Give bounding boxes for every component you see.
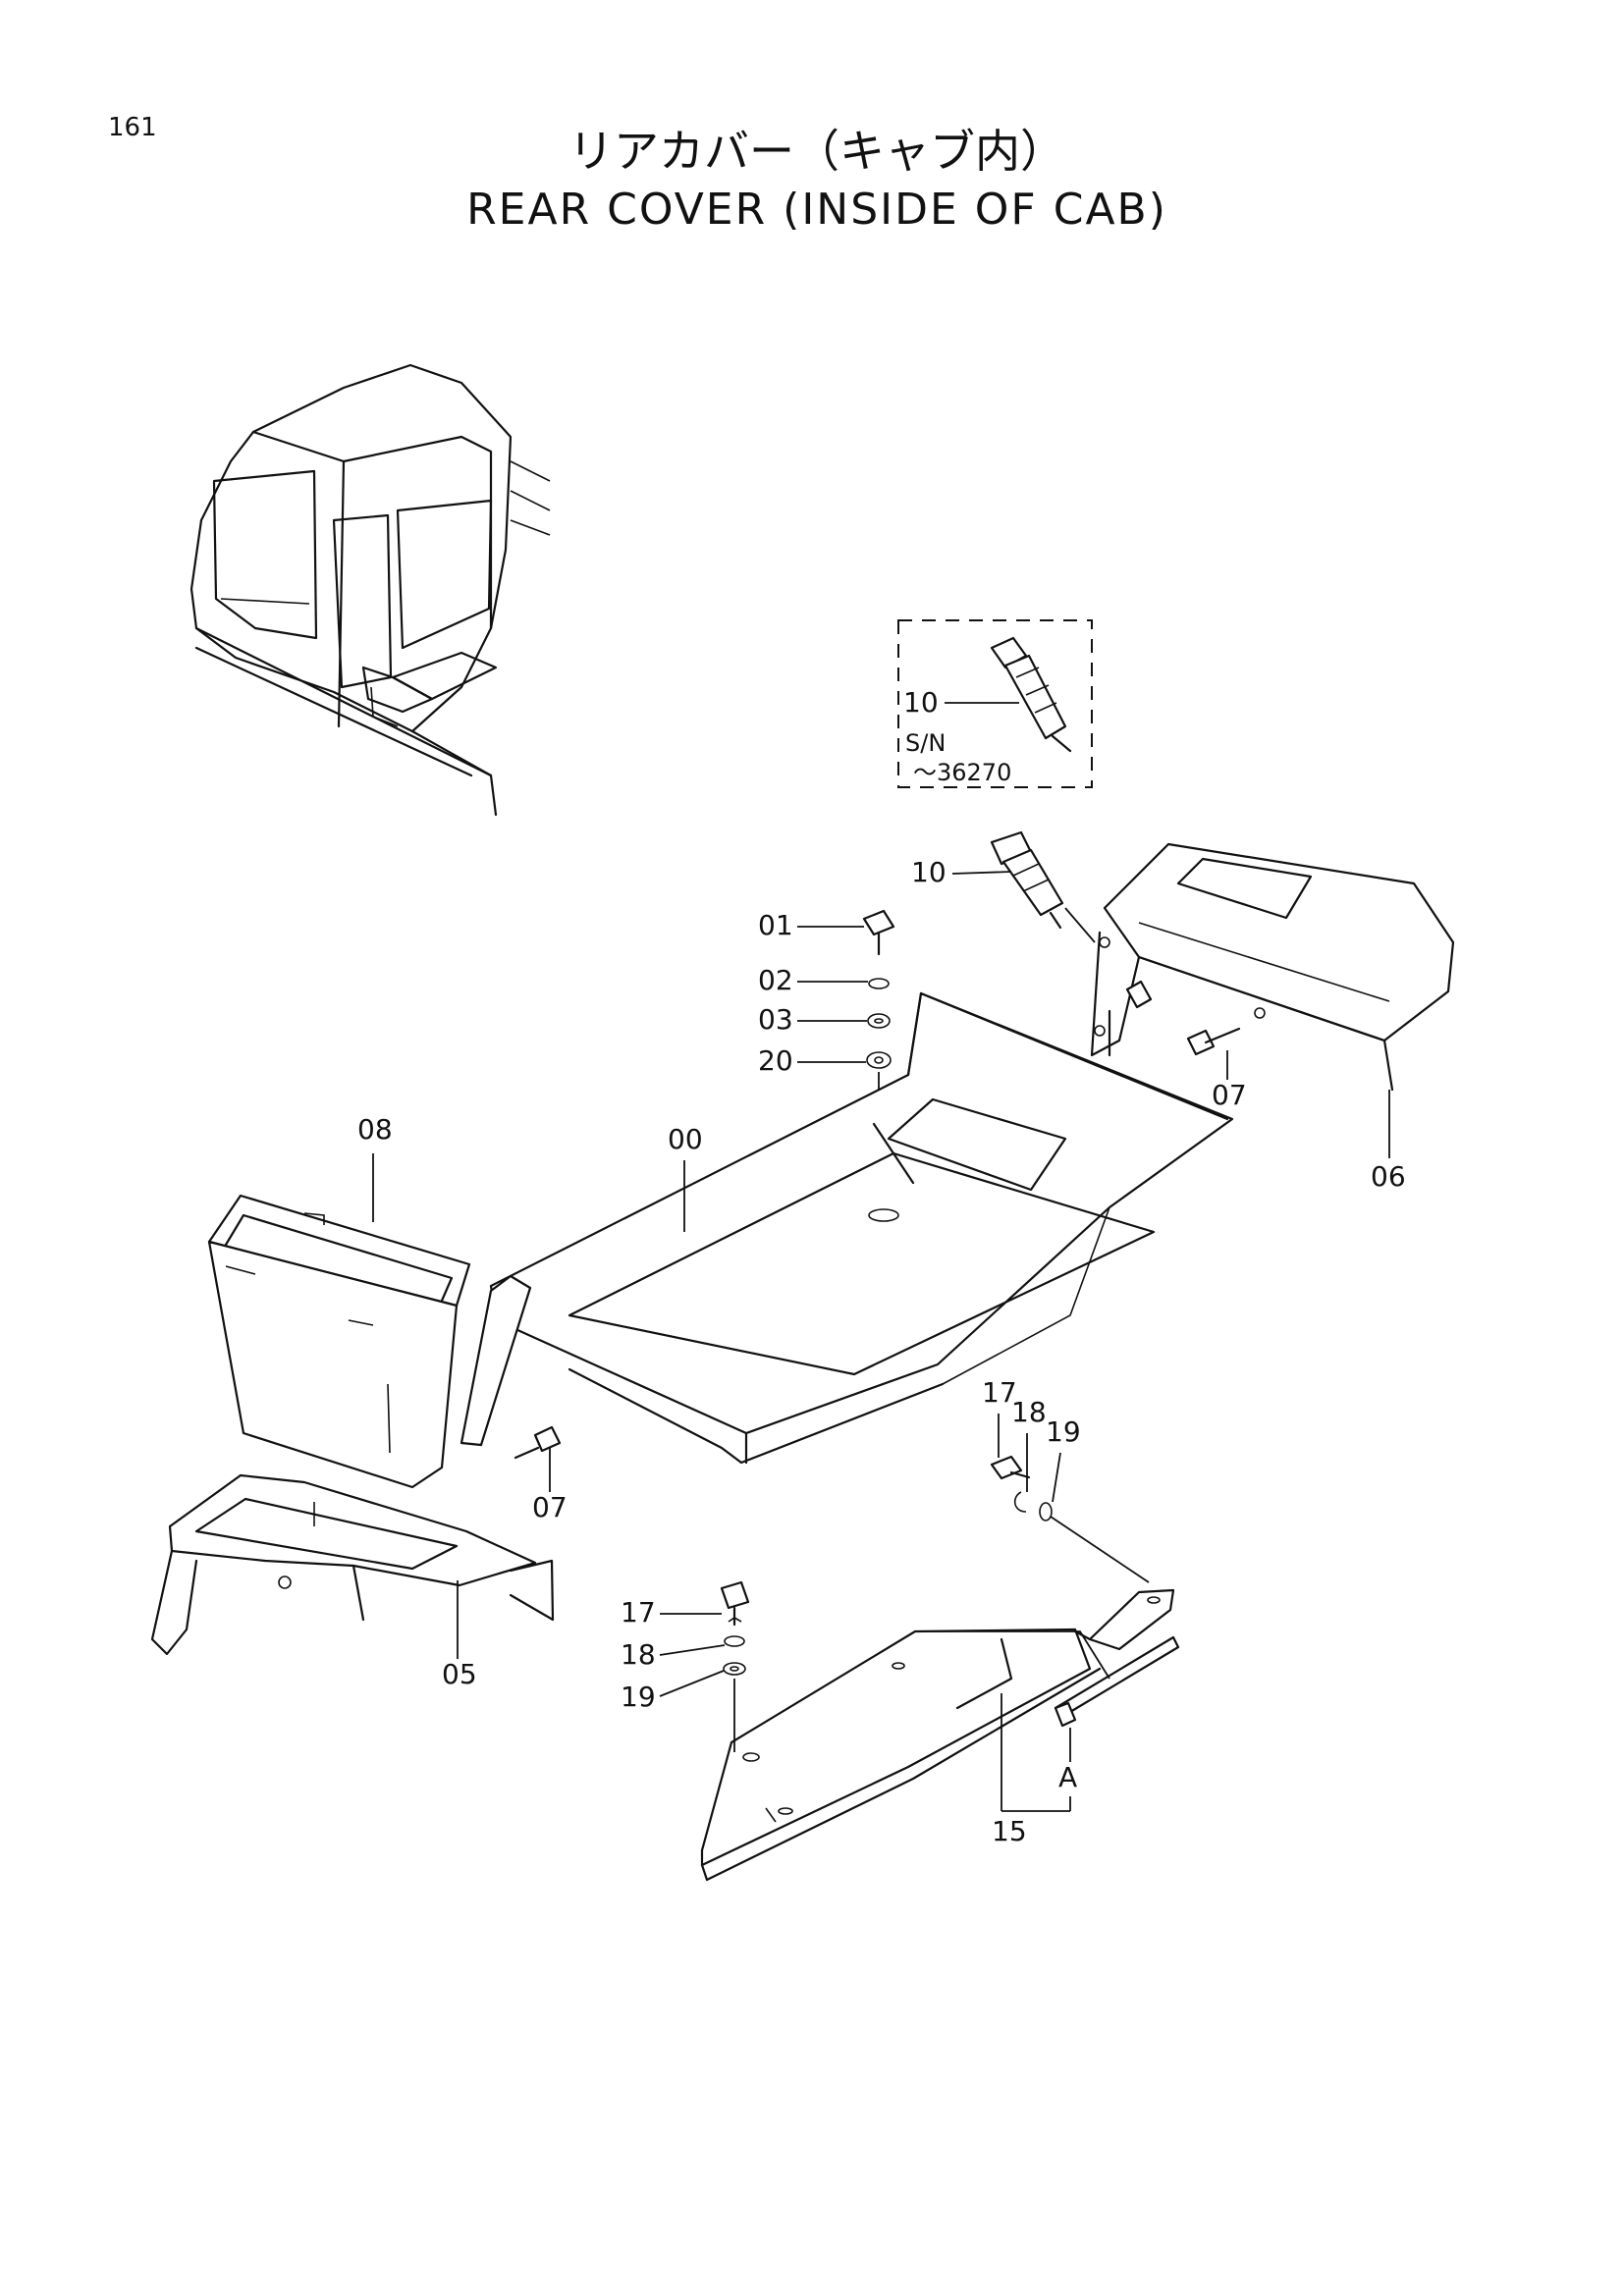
callout-06: 06: [1371, 1160, 1406, 1193]
callout-07-right: 07: [1212, 1079, 1247, 1111]
title-english: REAR COVER (INSIDE OF CAB): [466, 185, 1167, 235]
callout-18-lower: 18: [621, 1638, 656, 1671]
page-number: 161: [108, 113, 157, 142]
callout-15: 15: [992, 1815, 1027, 1847]
part-06-drawing: [1090, 842, 1455, 1092]
part-00-drawing: [489, 991, 1234, 1465]
callout-07-left: 07: [532, 1491, 568, 1523]
callout-02: 02: [758, 964, 793, 996]
callout-19-upper: 19: [1046, 1415, 1081, 1448]
cab-overview-drawing: [189, 363, 551, 817]
serial-value: ～36270: [913, 759, 1011, 786]
bolt-07-right-drawing: [1186, 1027, 1241, 1056]
part-05-drawing: [150, 1473, 555, 1656]
part-15-drawing: [700, 1588, 1180, 1882]
hardware-17-18-19-lower-drawing: [720, 1580, 750, 1752]
callout-05: 05: [442, 1658, 477, 1690]
title-japanese: リアカバー（キャブ内）: [568, 125, 1065, 178]
callout-08: 08: [357, 1113, 393, 1146]
cigarette-lighter-inset-drawing: [990, 636, 1072, 753]
callout-01: 01: [758, 909, 793, 941]
serial-label: S/N: [905, 729, 946, 757]
callout-A: A: [1058, 1761, 1077, 1793]
side-panel-drawing: [460, 1274, 532, 1447]
hardware-17-18-19-upper-drawing: [990, 1455, 1150, 1583]
cigarette-lighter-drawing: [990, 830, 1064, 930]
serial-inset: 10 S/N ～36270: [897, 619, 1093, 788]
callout-17-lower: 17: [621, 1596, 656, 1629]
callout-10: 10: [911, 856, 947, 888]
callout-17-upper: 17: [982, 1376, 1017, 1409]
callout-20: 20: [758, 1044, 793, 1077]
callout-03: 03: [758, 1003, 793, 1036]
part-08-drawing: [207, 1194, 471, 1489]
callout-18-upper: 18: [1011, 1396, 1047, 1428]
callout-00: 00: [668, 1123, 703, 1155]
bolt-07-left-drawing: [514, 1425, 562, 1460]
callout-19-lower: 19: [621, 1681, 656, 1713]
callout-10-inset: 10: [903, 686, 939, 719]
